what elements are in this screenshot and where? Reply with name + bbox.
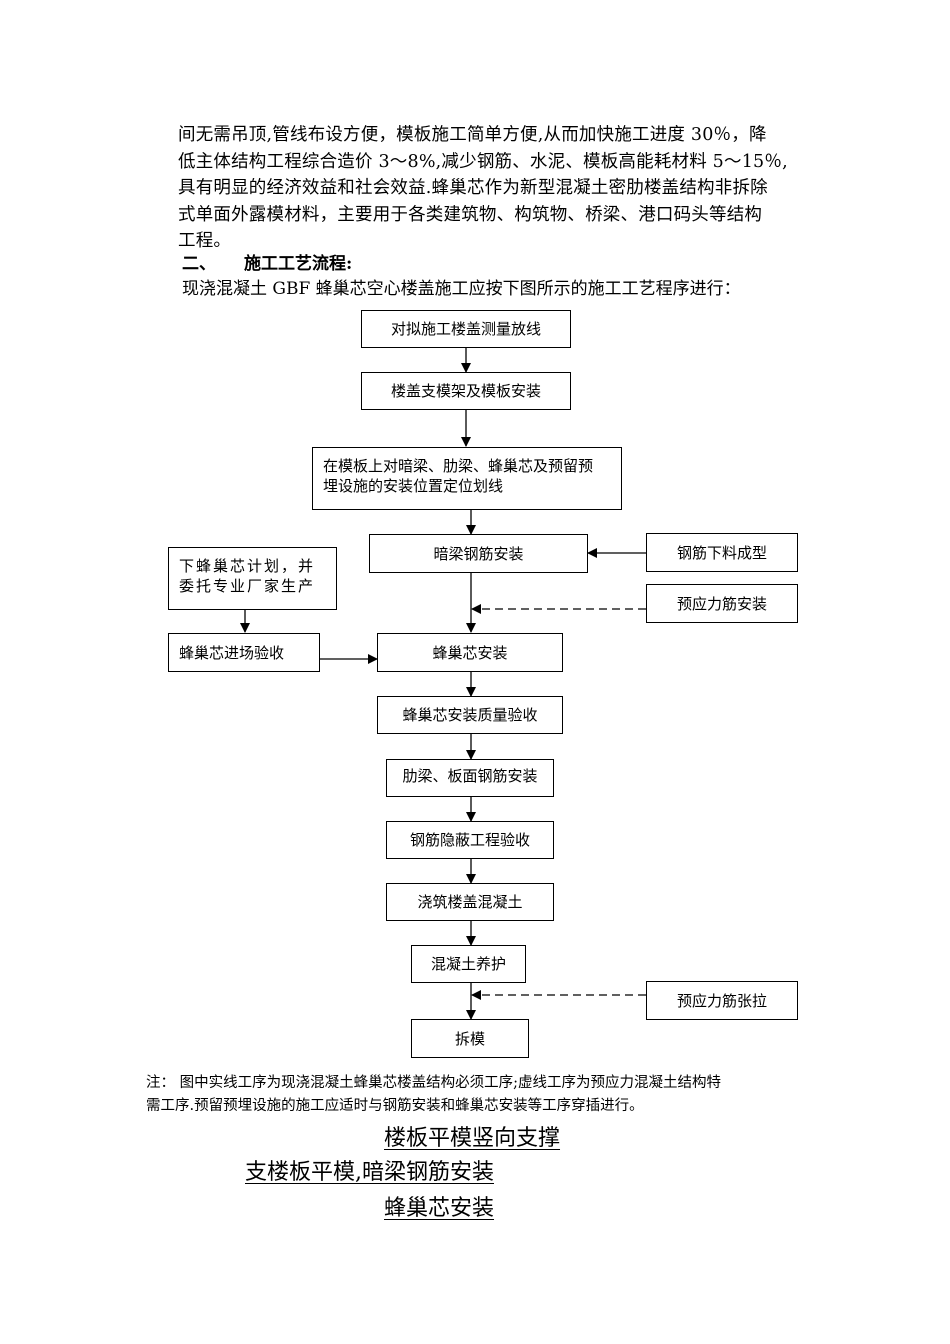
note-line: 需工序.预留预埋设施的施工应适时与钢筋安装和蜂巢芯安装等工序穿插进行。 [146, 1098, 644, 1114]
flow-step-prestress-install: 预应力筋安装 [646, 584, 798, 623]
body-line: 间无需吊顶,管线布设方便，模板施工简单方便,从而加快施工进度 30％，降 [178, 125, 767, 145]
flow-step-core-order: 下蜂巢芯计划，并委托专业厂家生产 [168, 547, 337, 610]
flow-step-label: 对拟施工楼盖测量放线 [390, 320, 541, 338]
body-line: 低主体结构工程综合造价 3～8%,减少钢筋、水泥、模板高能耗材料 5～15％, [178, 151, 788, 172]
section-heading: 二、 施工工艺流程: [182, 249, 352, 274]
flow-step-core-install: 蜂巢芯安装 [377, 633, 563, 672]
flow-step-concealed-inspection: 钢筋隐蔽工程验收 [386, 821, 554, 859]
flow-step-label: 预应力筋张拉 [676, 991, 767, 1010]
flow-step-demold: 拆模 [411, 1019, 529, 1058]
underlined-title: 楼板平模竖向支撑 [384, 1126, 561, 1151]
section-intro: 现浇混凝土 GBF 蜂巢芯空心楼盖施工应按下图所示的施工工艺程序进行： [182, 279, 741, 299]
flow-step-label: 浇筑楼盖混凝土 [417, 893, 523, 911]
flowchart-note: 注： 图中实线工序为现浇混凝土蜂巢芯楼盖结构必须工序;虚线工序为预应力混凝土结构… [146, 1072, 816, 1118]
underlined-title: 蜂巢芯安装 [384, 1196, 495, 1221]
body-line: 具有明显的经济效益和社会效益.蜂巢芯作为新型混凝土密肋楼盖结构非拆除 [178, 178, 768, 198]
flow-step-label: 暗梁钢筋安装 [433, 544, 524, 563]
flow-step-label: 蜂巢芯安装质量验收 [402, 706, 538, 724]
flow-step-label: 钢筋隐蔽工程验收 [409, 831, 530, 849]
flow-step-label: 下蜂巢芯计划，并委托专业厂家生产 [179, 557, 316, 595]
flow-step-rib-rebar: 肋梁、板面钢筋安装 [386, 759, 554, 797]
flow-step-label: 预应力筋安装 [676, 594, 767, 613]
flow-step-core-inspection: 蜂巢芯安装质量验收 [377, 696, 563, 734]
flow-step-prestress-tension: 预应力筋张拉 [646, 981, 798, 1020]
flow-step-pour-concrete: 浇筑楼盖混凝土 [386, 883, 554, 921]
flow-step-label: 钢筋下料成型 [676, 543, 767, 562]
underlined-title: 支楼板平模,暗梁钢筋安装 [245, 1160, 494, 1185]
flow-step-label: 蜂巢芯进场验收 [179, 643, 285, 662]
flow-step-layout-marking: 在模板上对暗梁、肋梁、蜂巢芯及预留预埋设施的安装位置定位划线 [312, 447, 622, 510]
flow-step-label: 拆模 [454, 1029, 485, 1048]
body-line: 式单面外露模材料，主要用于各类建筑物、构筑物、桥梁、港口码头等结构 [178, 204, 763, 225]
flow-step-label: 肋梁、板面钢筋安装 [402, 767, 538, 785]
flow-step-curing: 混凝土养护 [411, 945, 526, 983]
section-number: 二、 [182, 254, 216, 274]
flow-step-label: 楼盖支模架及模板安装 [390, 382, 541, 400]
flow-step-label: 混凝土养护 [430, 955, 506, 973]
flow-step-label: 在模板上对暗梁、肋梁、蜂巢芯及预留预埋设施的安装位置定位划线 [323, 457, 594, 495]
flow-step-beam-rebar: 暗梁钢筋安装 [369, 534, 588, 573]
flow-step-rebar-fabrication: 钢筋下料成型 [646, 533, 798, 572]
body-line: 工程。 [178, 231, 232, 251]
flow-step-core-receiving: 蜂巢芯进场验收 [168, 633, 320, 672]
body-paragraph: 间无需吊顶,管线布设方便，模板施工简单方便,从而加快施工进度 30％，降 低主体… [178, 122, 808, 255]
flow-step-formwork: 楼盖支模架及模板安装 [361, 372, 571, 410]
flow-step-label: 蜂巢芯安装 [432, 643, 508, 662]
section-title: 施工工艺流程: [244, 254, 353, 274]
flow-step-survey: 对拟施工楼盖测量放线 [361, 310, 571, 348]
note-line: 注： 图中实线工序为现浇混凝土蜂巢芯楼盖结构必须工序;虚线工序为预应力混凝土结构… [146, 1075, 721, 1091]
